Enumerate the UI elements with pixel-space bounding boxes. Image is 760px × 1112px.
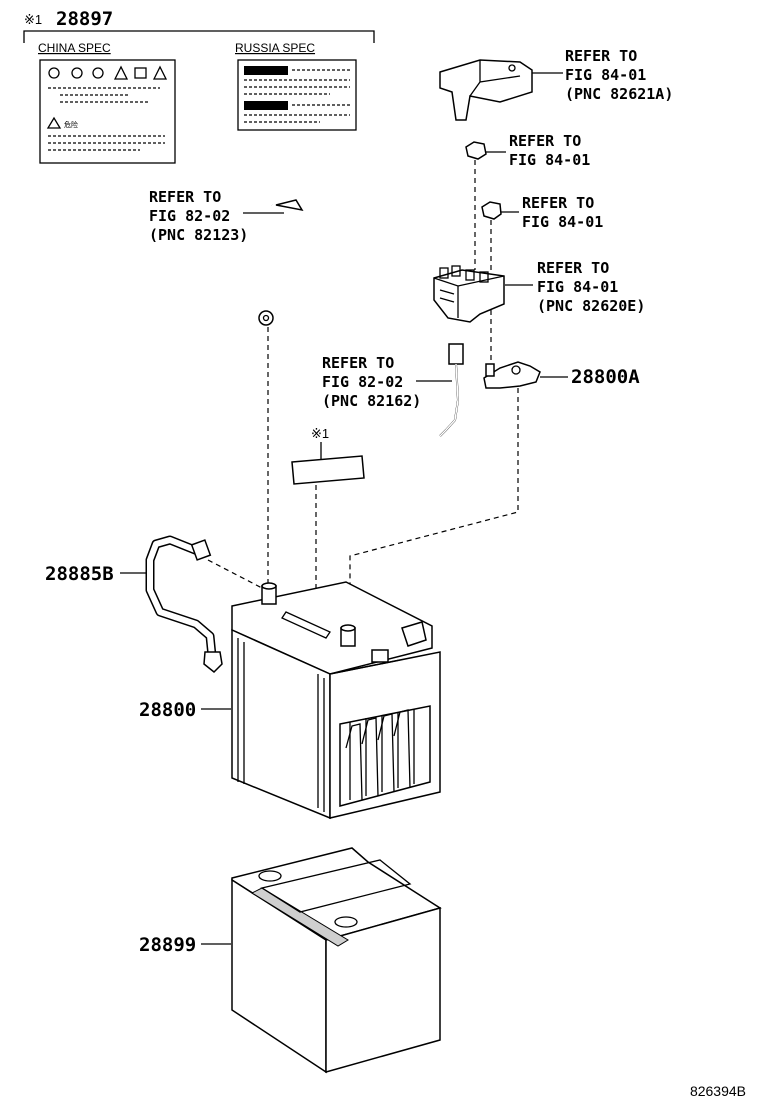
callout-fig-84-01-nut-lower[interactable]: REFER TO FIG 84-01 (498, 194, 603, 231)
svg-text:(PNC 82620E): (PNC 82620E) (537, 297, 645, 315)
svg-text:FIG 84-01: FIG 84-01 (537, 278, 618, 296)
leader-clamp (349, 388, 519, 625)
label-block-bracket (23, 30, 375, 43)
fuse-cover-part (439, 59, 533, 121)
part-28885B[interactable]: 28885B (45, 563, 148, 585)
svg-text:REFER TO: REFER TO (522, 194, 594, 212)
svg-text:28800: 28800 (139, 699, 196, 721)
positive-cable-part (258, 199, 402, 326)
svg-text:REFER TO: REFER TO (322, 354, 394, 372)
battery-part (231, 581, 441, 820)
svg-text:(PNC 82162): (PNC 82162) (322, 392, 421, 410)
svg-text:FIG 82-02: FIG 82-02 (322, 373, 403, 391)
sensor-cable-part (439, 343, 464, 437)
label-part-number[interactable]: 28897 (56, 8, 113, 30)
svg-text:(PNC 82621A): (PNC 82621A) (565, 85, 673, 103)
svg-text:28885B: 28885B (45, 563, 114, 585)
illustration-number: 826394B (690, 1083, 746, 1099)
fuse-block-part (433, 265, 505, 323)
insulator-part (231, 847, 442, 1074)
svg-text:REFER TO: REFER TO (509, 132, 581, 150)
nut-lower-part (481, 201, 502, 220)
russia-caution-label-image (237, 59, 357, 131)
part-28800[interactable]: 28800 (139, 699, 231, 721)
svg-text:FIG 84-01: FIG 84-01 (522, 213, 603, 231)
part-28800A[interactable]: 28800A (540, 366, 640, 388)
svg-text:危险: 危险 (64, 120, 78, 129)
callout-fig-84-01-pnc-82621a[interactable]: REFER TO FIG 84-01 (PNC 82621A) (532, 47, 673, 103)
svg-text:(PNC 82123): (PNC 82123) (149, 226, 248, 244)
china-caution-label-image: 危险 (39, 59, 176, 164)
svg-text:REFER TO: REFER TO (537, 259, 609, 277)
svg-text:FIG 84-01: FIG 84-01 (565, 66, 646, 84)
russia-spec-label: RUSSIA SPEC (235, 41, 315, 55)
china-spec-label: CHINA SPEC (38, 41, 111, 55)
callout-fig-84-01-pnc-82620e[interactable]: REFER TO FIG 84-01 (PNC 82620E) (505, 259, 645, 315)
svg-text:REFER TO: REFER TO (565, 47, 637, 65)
callout-fig-84-01-nut-upper[interactable]: REFER TO FIG 84-01 (485, 132, 590, 169)
part-28899[interactable]: 28899 (139, 934, 231, 956)
svg-text:FIG 84-01: FIG 84-01 (509, 151, 590, 169)
label-block: ※1 28897 CHINA SPEC RUSSIA SPEC 危险 (23, 8, 375, 164)
nut-upper-part (465, 141, 487, 160)
callout-fig-82-02-pnc-82162[interactable]: REFER TO FIG 82-02 (PNC 82162) (322, 354, 452, 410)
vent-hose-part (145, 535, 263, 674)
svg-text:※1: ※1 (311, 426, 329, 441)
negative-clamp-part (483, 361, 541, 389)
svg-text:REFER TO: REFER TO (149, 188, 221, 206)
callout-fig-82-02-pnc-82123[interactable]: REFER TO FIG 82-02 (PNC 82123) (149, 188, 284, 244)
svg-text:28899: 28899 (139, 934, 196, 956)
svg-text:FIG 82-02: FIG 82-02 (149, 207, 230, 225)
label-position-marker: ※1 (291, 426, 365, 600)
label-block-marker: ※1 (24, 12, 42, 27)
svg-text:28800A: 28800A (571, 366, 640, 388)
